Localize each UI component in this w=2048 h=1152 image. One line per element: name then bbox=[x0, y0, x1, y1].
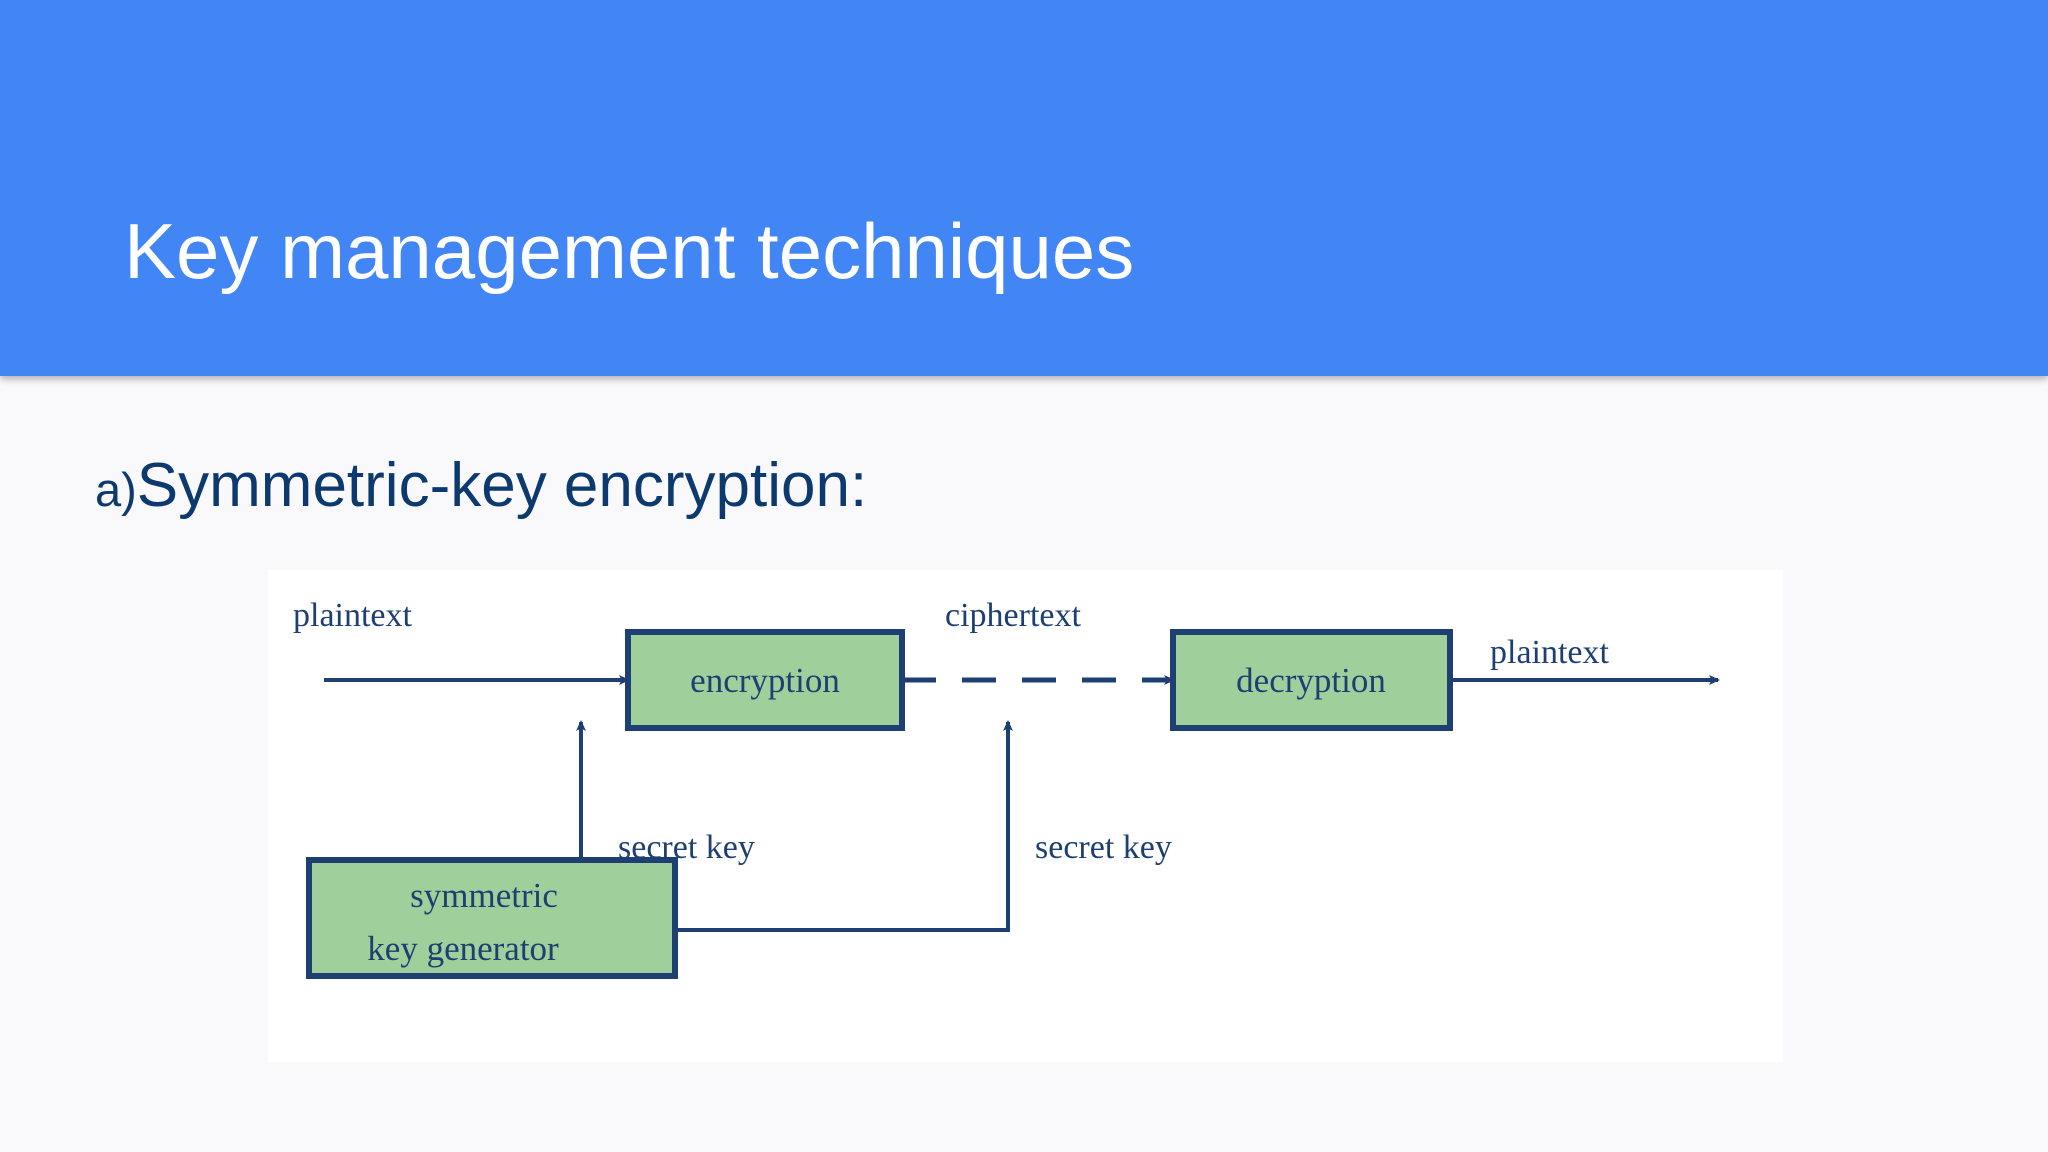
encryption-box-label: encryption bbox=[690, 661, 840, 700]
key-generator-label-line2: key generator bbox=[367, 929, 559, 968]
key-generator-box bbox=[306, 857, 678, 979]
encryption-box bbox=[625, 629, 905, 731]
plaintext-input-label: plaintext bbox=[293, 597, 413, 634]
subtitle-text: Symmetric-key encryption: bbox=[136, 451, 868, 520]
page-title: Key management techniques bbox=[124, 207, 1135, 295]
ciphertext-label: ciphertext bbox=[945, 597, 1081, 634]
key-generator-label-line1: symmetric bbox=[410, 876, 558, 915]
secret-key-left-label: secret key bbox=[618, 829, 755, 866]
subtitle: a)Symmetric-key encryption: bbox=[95, 450, 867, 521]
secret-key-right-label: secret key bbox=[1035, 829, 1172, 866]
header-banner: Key management techniques bbox=[0, 0, 2048, 376]
plaintext-output-label: plaintext bbox=[1490, 634, 1610, 671]
diagram-panel: encryption decryption symmetric key gene… bbox=[268, 570, 1783, 1062]
decryption-box bbox=[1170, 629, 1453, 731]
decryption-box-label: decryption bbox=[1236, 661, 1386, 700]
subtitle-marker: a) bbox=[95, 463, 137, 516]
symmetric-key-encryption-diagram: encryption decryption symmetric key gene… bbox=[293, 597, 1720, 979]
